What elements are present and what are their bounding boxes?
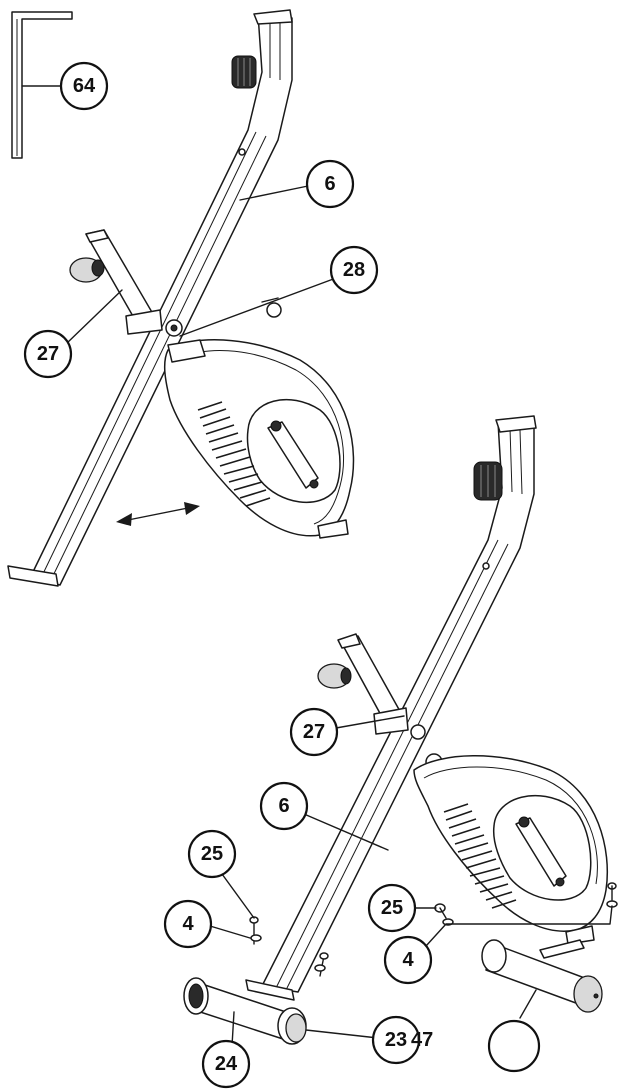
leader-23	[305, 1029, 379, 1039]
top-frame-assembly	[7, 9, 355, 587]
leader-front-stabilizer	[519, 989, 537, 1019]
callout-24-label: 24	[215, 1053, 238, 1075]
callout-64-label: 64	[73, 75, 96, 97]
leader-6-bottom	[303, 813, 389, 851]
leader-25-left	[221, 873, 255, 919]
fold-direction-arrow	[116, 502, 200, 526]
callout-4-left-label: 4	[182, 913, 194, 935]
front-stabilizer	[481, 939, 603, 1013]
callout-6-bottom-label: 6	[278, 795, 289, 817]
callout-6-top: 6	[305, 159, 355, 209]
seat-post-bottom	[317, 633, 409, 735]
pin-drawing	[261, 297, 282, 318]
callout-25-left-label: 25	[201, 843, 223, 865]
vent-slots-bottom	[443, 803, 517, 909]
leader-6-top	[239, 185, 309, 201]
leader-28	[179, 277, 337, 337]
flywheel-housing-top	[163, 339, 355, 539]
callout-4-right-label: 4	[402, 949, 414, 971]
callout-28: 28	[329, 245, 379, 295]
callout-6-top-label: 6	[324, 173, 335, 195]
seat-post-top	[69, 229, 163, 335]
leader-24	[231, 1011, 235, 1047]
leader-4-right	[425, 905, 613, 947]
hex-key-drawing	[11, 11, 73, 159]
callout-27-top: 27	[23, 329, 73, 379]
tension-knob-top	[231, 55, 257, 89]
callout-4-left: 4	[163, 899, 213, 949]
tension-knob-bottom	[473, 461, 503, 501]
part-47-label: 47	[411, 1029, 433, 1051]
leader-27-top	[65, 289, 123, 345]
callout-front-stabilizer	[487, 1019, 541, 1073]
callout-4-right: 4	[383, 935, 433, 985]
vent-slots-top	[197, 401, 271, 507]
callout-64: 64	[59, 61, 109, 111]
callout-24: 24	[201, 1039, 251, 1089]
callout-25-right: 25	[367, 883, 417, 933]
callout-25-left: 25	[187, 829, 237, 879]
callout-27-top-label: 27	[37, 343, 59, 365]
callout-6-bottom: 6	[259, 781, 309, 831]
leader-4-left	[209, 925, 251, 939]
flywheel-housing-bottom	[413, 755, 609, 945]
callout-23-label: 23	[385, 1029, 407, 1051]
leader-27-bottom	[335, 715, 405, 729]
callout-27-bottom-label: 27	[303, 721, 325, 743]
bolt-washer-left	[249, 916, 329, 977]
rear-stabilizer	[183, 977, 307, 1045]
callout-28-label: 28	[343, 259, 365, 281]
callout-23: 23	[371, 1015, 421, 1065]
callout-25-right-label: 25	[381, 897, 403, 919]
callout-27-bottom: 27	[289, 707, 339, 757]
